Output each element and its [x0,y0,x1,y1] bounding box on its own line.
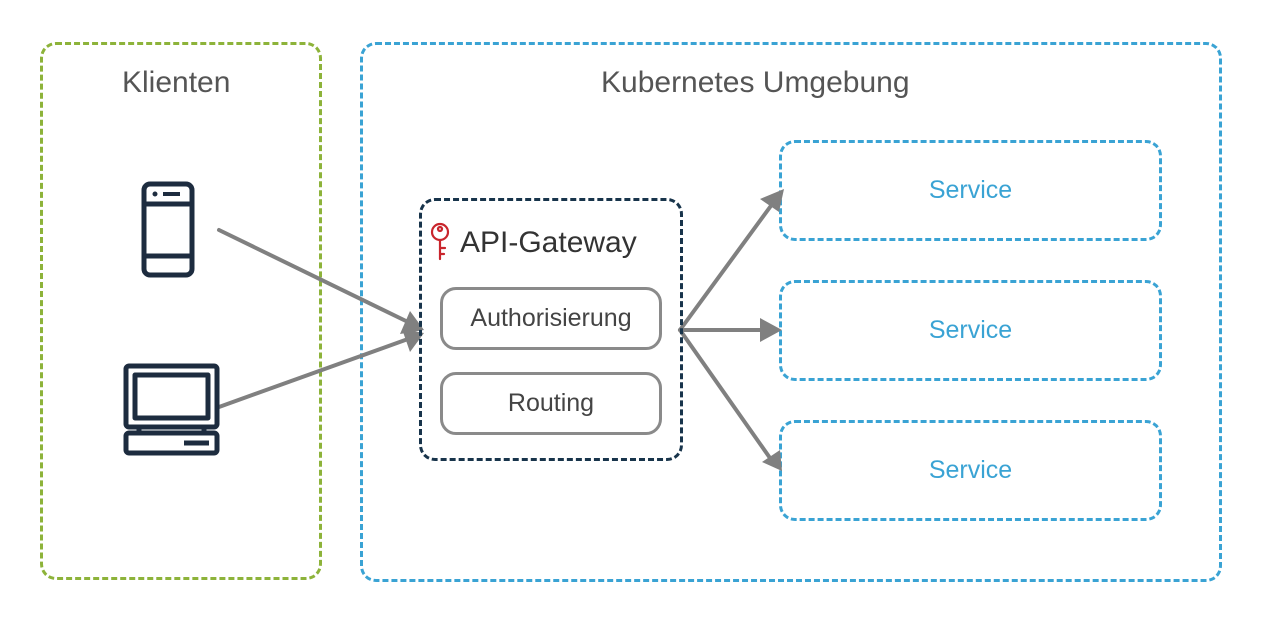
authorization-label: Authorisierung [470,304,632,332]
service-box: Service [779,280,1162,381]
api-gateway-title: API-Gateway [460,226,637,259]
arrow-gateway-to-service-1 [678,201,775,332]
kubernetes-container [360,42,1222,582]
routing-component: Routing [440,372,662,435]
key-icon [430,222,450,261]
arrow-phone-to-gateway [217,228,410,324]
service-box: Service [779,140,1162,241]
service-box: Service [779,420,1162,521]
kubernetes-title: Kubernetes Umgebung [601,66,910,99]
clients-title: Klienten [122,66,231,99]
routing-label: Routing [507,389,595,417]
arrow-gateway-to-service-3 [678,328,772,460]
authorization-component: Authorisierung [440,287,662,350]
arrowhead [402,329,424,352]
smartphone-icon [141,181,195,278]
service-label: Service [928,176,1013,204]
arrowhead [760,318,782,342]
arrow-computer-to-gateway [217,337,410,409]
desktop-computer-icon [123,363,220,456]
clients-container [40,42,322,580]
arrowhead [762,450,782,471]
arrowhead [400,311,424,334]
service-label: Service [928,316,1013,344]
service-label: Service [928,456,1013,484]
api-gateway-container [419,198,683,461]
arrowhead [760,189,784,212]
